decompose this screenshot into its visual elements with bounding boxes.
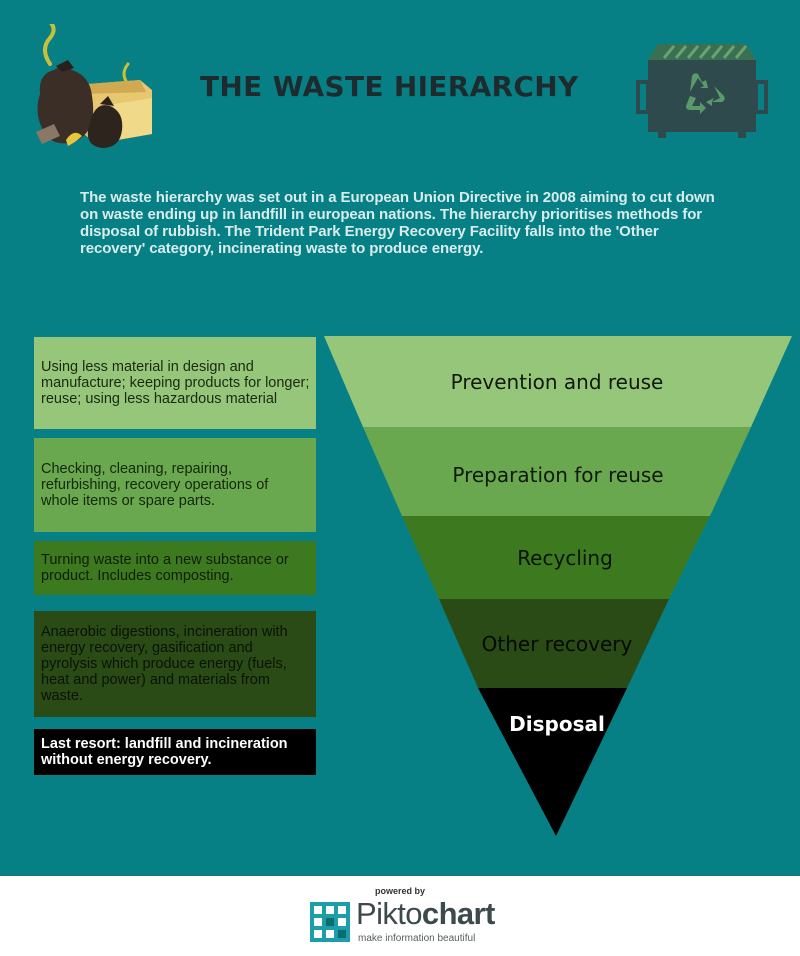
description-text: Checking, cleaning, repairing, refurbish…	[41, 461, 269, 509]
infographic-canvas: THE WASTE HIERARCHY The waste hierarchy …	[0, 0, 800, 876]
level-label-disposal: Disposal	[509, 712, 605, 736]
pyramid-level-preparation	[363, 427, 751, 516]
pyramid-level-disposal	[478, 688, 627, 836]
description-box-disposal: Last resort: landfill and incineration w…	[34, 729, 316, 775]
footer: powered by Piktochart make information b…	[0, 876, 800, 956]
powered-by-text: powered by	[374, 886, 425, 896]
dumpster-icon	[636, 44, 768, 138]
intro-paragraph: The waste hierarchy was set out in a Eur…	[80, 189, 715, 257]
pyramid-level-recycling	[402, 516, 710, 599]
description-box-preparation: Checking, cleaning, repairing, refurbish…	[34, 438, 316, 532]
pyramid-level-prevention	[324, 336, 792, 427]
description-box-prevention: Using less material in design and manufa…	[34, 337, 316, 429]
garbage-bags-icon	[36, 24, 152, 148]
waste-hierarchy-pyramid: Prevention and reuse Preparation for reu…	[324, 336, 792, 836]
level-label-prevention: Prevention and reuse	[451, 370, 664, 394]
level-label-preparation: Preparation for reuse	[452, 463, 663, 487]
piktochart-tagline: make information beautiful	[358, 933, 476, 944]
pyramid-level-other-recovery	[439, 599, 669, 688]
brand-part-1: Pikto	[356, 896, 423, 931]
level-label-other-recovery: Other recovery	[482, 632, 633, 656]
brand-part-2: chart	[421, 896, 495, 931]
piktochart-wordmark[interactable]: Piktochart	[356, 896, 495, 932]
description-box-recycling: Turning waste into a new substance or pr…	[34, 541, 316, 595]
description-box-other-recovery: Anaerobic digestions, incineration with …	[34, 611, 316, 717]
description-text: Anaerobic digestions, incineration with …	[41, 624, 288, 704]
level-label-recycling: Recycling	[517, 546, 613, 570]
description-text: Last resort: landfill and incineration w…	[41, 736, 288, 768]
description-text: Using less material in design and manufa…	[41, 359, 310, 407]
page-title: THE WASTE HIERARCHY	[200, 70, 579, 103]
piktochart-logo-icon[interactable]	[310, 902, 350, 942]
description-text: Turning waste into a new substance or pr…	[41, 552, 289, 584]
